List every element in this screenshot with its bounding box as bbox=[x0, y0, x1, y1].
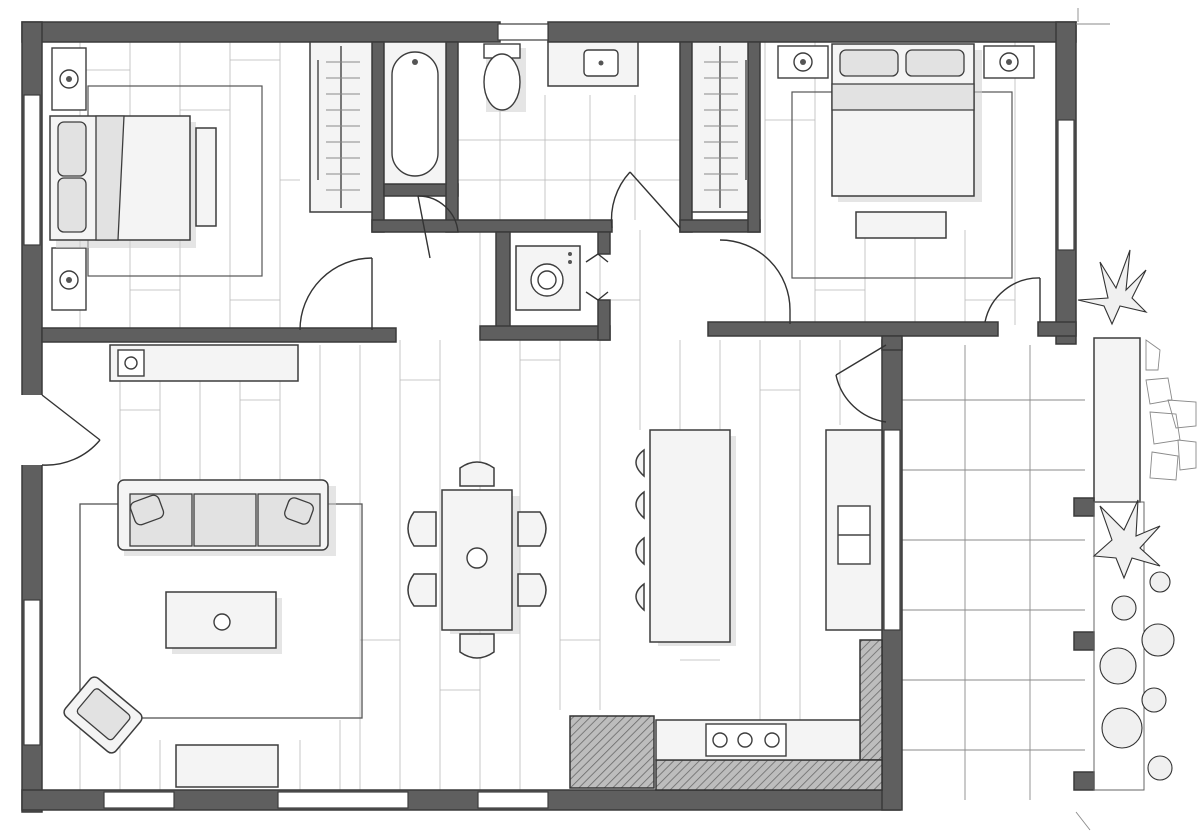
chair bbox=[407, 511, 437, 547]
door-bedroom-left bbox=[299, 257, 373, 331]
doors bbox=[20, 171, 1041, 466]
pillow bbox=[57, 121, 87, 177]
toilet bbox=[483, 53, 521, 111]
lamp-icon bbox=[124, 356, 138, 370]
patio bbox=[1073, 249, 1197, 791]
cushion bbox=[284, 497, 314, 525]
door-bathroom bbox=[417, 195, 459, 259]
chair bbox=[407, 573, 437, 607]
window-kitchen bbox=[883, 429, 901, 631]
kitchen-island bbox=[649, 429, 731, 643]
door-hall bbox=[610, 171, 681, 229]
stone-path bbox=[1145, 339, 1197, 481]
refrigerator bbox=[569, 715, 655, 789]
plant-icon bbox=[213, 613, 231, 631]
window-bottom-3 bbox=[477, 791, 549, 809]
chairs bbox=[407, 461, 547, 659]
cabinet-bottom bbox=[655, 759, 883, 791]
bench bbox=[855, 211, 947, 239]
stool bbox=[635, 448, 645, 478]
door-patio bbox=[835, 344, 887, 423]
window-left-bottom bbox=[23, 599, 41, 746]
planter-box bbox=[1093, 337, 1141, 503]
pillow bbox=[905, 49, 965, 77]
counter-corner bbox=[859, 639, 883, 761]
window-bottom-1 bbox=[103, 791, 175, 809]
chair bbox=[459, 461, 495, 487]
blanket bbox=[95, 115, 125, 241]
door-right-exterior bbox=[984, 277, 1041, 323]
bedroom-right bbox=[777, 43, 1035, 279]
patio-floor bbox=[900, 345, 1085, 800]
window-right-bedroom bbox=[1057, 119, 1075, 251]
windows bbox=[23, 23, 1075, 809]
stool bbox=[635, 536, 645, 566]
stool bbox=[635, 490, 645, 520]
dining bbox=[407, 461, 547, 659]
cushion bbox=[129, 494, 165, 526]
closet-left bbox=[309, 41, 373, 213]
window-bottom-2 bbox=[277, 791, 409, 809]
plant-icon bbox=[466, 547, 488, 569]
closet-right bbox=[691, 41, 749, 213]
pillow bbox=[57, 177, 87, 233]
tv-console bbox=[175, 744, 279, 788]
bench bbox=[195, 127, 217, 227]
stool bbox=[635, 582, 645, 612]
laundry bbox=[515, 245, 609, 311]
door-entry bbox=[20, 394, 101, 466]
chair bbox=[459, 633, 495, 659]
sketch-marks bbox=[1075, 8, 1110, 831]
bathroom bbox=[383, 41, 639, 185]
kitchen bbox=[569, 429, 883, 791]
plant-icon bbox=[1077, 249, 1175, 781]
bathroom-floor bbox=[458, 95, 680, 220]
blanket bbox=[831, 83, 975, 111]
pillow bbox=[839, 49, 899, 77]
bedroom-left bbox=[49, 47, 263, 311]
nightstand bbox=[51, 47, 87, 111]
chair bbox=[517, 573, 547, 607]
living-room bbox=[63, 344, 363, 788]
chair bbox=[517, 511, 547, 547]
floor-texture bbox=[79, 42, 1085, 800]
window-bath bbox=[497, 23, 549, 41]
bar-stools bbox=[635, 448, 645, 612]
window-left-top bbox=[23, 94, 41, 246]
door-bedroom-right bbox=[719, 239, 791, 324]
